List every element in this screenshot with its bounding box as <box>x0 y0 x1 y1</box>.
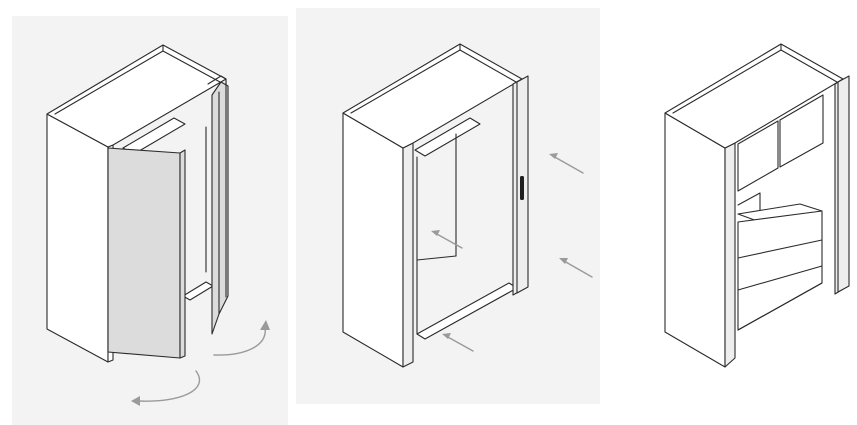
curved-arrow-icon <box>213 320 270 356</box>
straight-arrow-icon <box>549 153 584 174</box>
top-slab <box>664 43 844 149</box>
wardrobe-retracted-doors <box>664 43 850 368</box>
straight-arrow-icon <box>442 333 474 352</box>
wardrobe-open-doors <box>46 44 229 363</box>
bottom-shelf <box>416 282 518 340</box>
top-slab <box>342 43 523 149</box>
top-slab <box>46 44 227 148</box>
straight-arrow-icon <box>431 230 463 249</box>
upper-cabinet-door-left <box>737 120 779 192</box>
left-side-panel <box>664 112 726 368</box>
left-side-panel <box>342 112 404 368</box>
door-handle-icon <box>520 176 524 200</box>
wardrobe-sliding-doors <box>342 43 529 368</box>
left-side-panel <box>46 113 109 363</box>
interior-top-shelf <box>414 117 481 157</box>
straight-arrow-icon <box>559 258 593 278</box>
curved-arrow-icon <box>131 370 201 406</box>
left-door-open <box>107 147 181 359</box>
right-door-open <box>211 81 229 335</box>
drawer-unit <box>737 210 823 331</box>
left-pocket-door <box>724 142 736 368</box>
bottom-shelf <box>182 281 214 301</box>
left-pocket-door <box>402 142 414 368</box>
upper-cabinet-door-right <box>779 94 824 168</box>
